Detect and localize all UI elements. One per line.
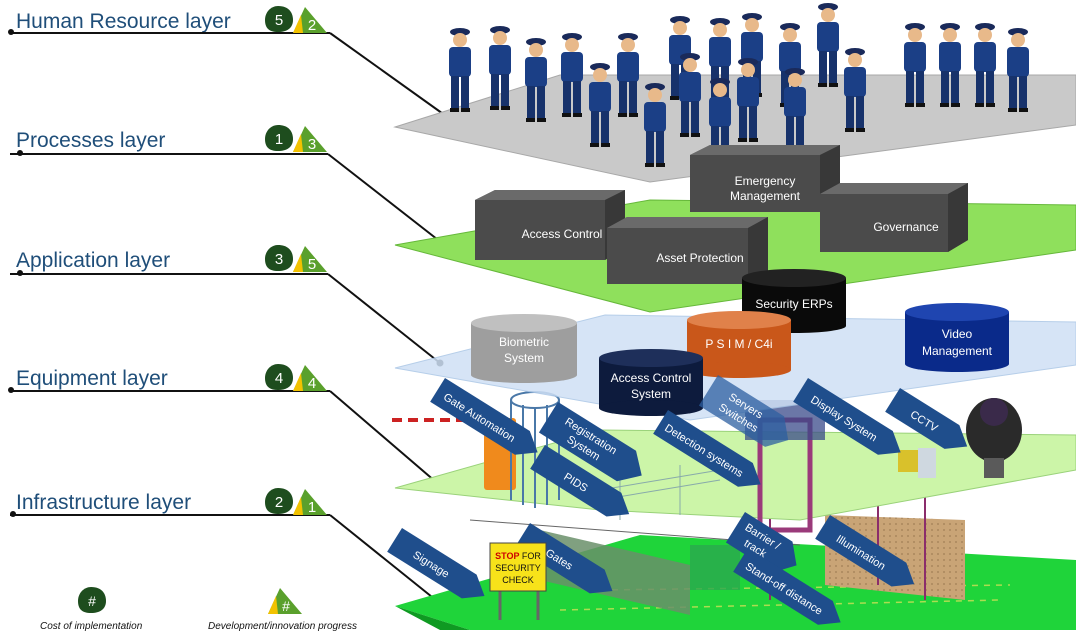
progress-badge-5: 1 [293, 489, 327, 516]
access-control-cylinder [599, 349, 703, 416]
psim-label: P S I M / C4i [705, 337, 772, 351]
leader-dot [17, 270, 23, 276]
svg-text:1: 1 [308, 499, 316, 516]
svg-text:1: 1 [275, 131, 283, 148]
human-resource-layer-label: Human Resource layer [16, 10, 231, 33]
application-underline [10, 273, 328, 275]
svg-text:SECURITY: SECURITY [495, 563, 541, 573]
security-officer [939, 23, 961, 107]
svg-text:2: 2 [275, 494, 283, 511]
process-box-emergency [690, 145, 840, 212]
progress-badge-1: 2 [293, 7, 327, 34]
equipment-layer-label: Equipment layer [16, 367, 168, 390]
cost-legend-icon: # [78, 587, 106, 613]
progress-badge-3: 5 [293, 246, 327, 273]
security-officer [1007, 28, 1029, 112]
governance-label: Governance [873, 220, 939, 234]
cost-badge-3: 3 [265, 245, 293, 271]
pids-arrow: PIDS [530, 445, 630, 517]
video-management-cylinder [905, 303, 1009, 372]
process-box-access-control [475, 190, 625, 260]
cost-badge-1: 5 [265, 6, 293, 32]
security-officer [489, 26, 511, 110]
security-officer [617, 33, 639, 117]
psim-cylinder [687, 311, 791, 378]
leader-dot [8, 387, 14, 393]
monitor [898, 450, 924, 472]
svg-text:2: 2 [308, 17, 316, 34]
barrier-track-arrow: Barrier / track [725, 512, 797, 573]
svg-text:4: 4 [308, 375, 316, 392]
cost-badge-5: 2 [265, 488, 293, 514]
access-control-system-label-1: Access Control [611, 371, 692, 385]
equipment-underline [10, 390, 330, 392]
cost-badge-4: 4 [265, 364, 293, 390]
access-control-system-label-2: System [631, 387, 671, 401]
security-officer [974, 23, 996, 107]
stop-security-sign: STOP FOR SECURITY CHECK [489, 542, 547, 620]
biometric-cylinder [471, 314, 577, 383]
leader-dot [8, 29, 14, 35]
processes-underline [10, 153, 328, 155]
asset-protection-label: Asset Protection [656, 251, 743, 265]
security-officer [844, 48, 866, 132]
security-officer [589, 63, 611, 147]
progress-badge-2: 3 [293, 126, 327, 153]
video-management-label-1: Video [942, 327, 973, 341]
svg-text:#: # [88, 593, 96, 609]
security-officer [561, 33, 583, 117]
cost-legend-label: Cost of implementation [40, 621, 143, 632]
leader-dot [10, 511, 16, 517]
infrastructure-underline [10, 514, 330, 516]
biometric-label-1: Biometric [499, 335, 549, 349]
svg-text:5: 5 [275, 12, 283, 29]
gate [540, 530, 690, 615]
svg-text:STOP FOR: STOP FOR [495, 551, 541, 561]
security-officer [525, 38, 547, 122]
svg-text:#: # [282, 598, 290, 614]
progress-badge-4: 4 [293, 365, 327, 392]
process-box-asset-protection [607, 217, 768, 284]
svg-text:4: 4 [275, 370, 283, 387]
progress-legend-label: Development/innovation progress [208, 621, 357, 632]
security-officer [817, 3, 839, 87]
svg-text:3: 3 [308, 136, 316, 153]
leader-lines [327, 32, 461, 606]
security-erps-cylinder [742, 269, 846, 333]
human-resource-underline [10, 32, 330, 34]
application-layer-label: Application layer [16, 249, 171, 272]
svg-text:5: 5 [308, 256, 316, 273]
security-officer [904, 23, 926, 107]
svg-text:3: 3 [275, 251, 283, 268]
cctv-camera [966, 398, 1022, 462]
security-officer [737, 58, 759, 142]
svg-text:CHECK: CHECK [502, 575, 534, 585]
servers-arrow: Servers Switches [698, 375, 789, 447]
security-erps-label: Security ERPs [755, 297, 832, 311]
progress-legend-icon: # [268, 588, 302, 614]
security-officer [449, 28, 471, 112]
emergency-label-1: Emergency [735, 174, 796, 188]
infrastructure-layer-label: Infrastructure layer [16, 491, 192, 514]
emergency-label-2: Management [730, 189, 801, 203]
process-box-governance [820, 183, 968, 252]
leader-dot [17, 150, 23, 156]
security-officer [679, 53, 701, 137]
security-officer [644, 83, 666, 167]
security-staff [449, 3, 1029, 167]
access-control-process-label: Access Control [522, 227, 603, 241]
biometric-label-2: System [504, 351, 544, 365]
processes-layer-label: Processes layer [16, 129, 166, 152]
video-management-label-2: Management [922, 344, 993, 358]
cost-badge-2: 1 [265, 125, 293, 151]
